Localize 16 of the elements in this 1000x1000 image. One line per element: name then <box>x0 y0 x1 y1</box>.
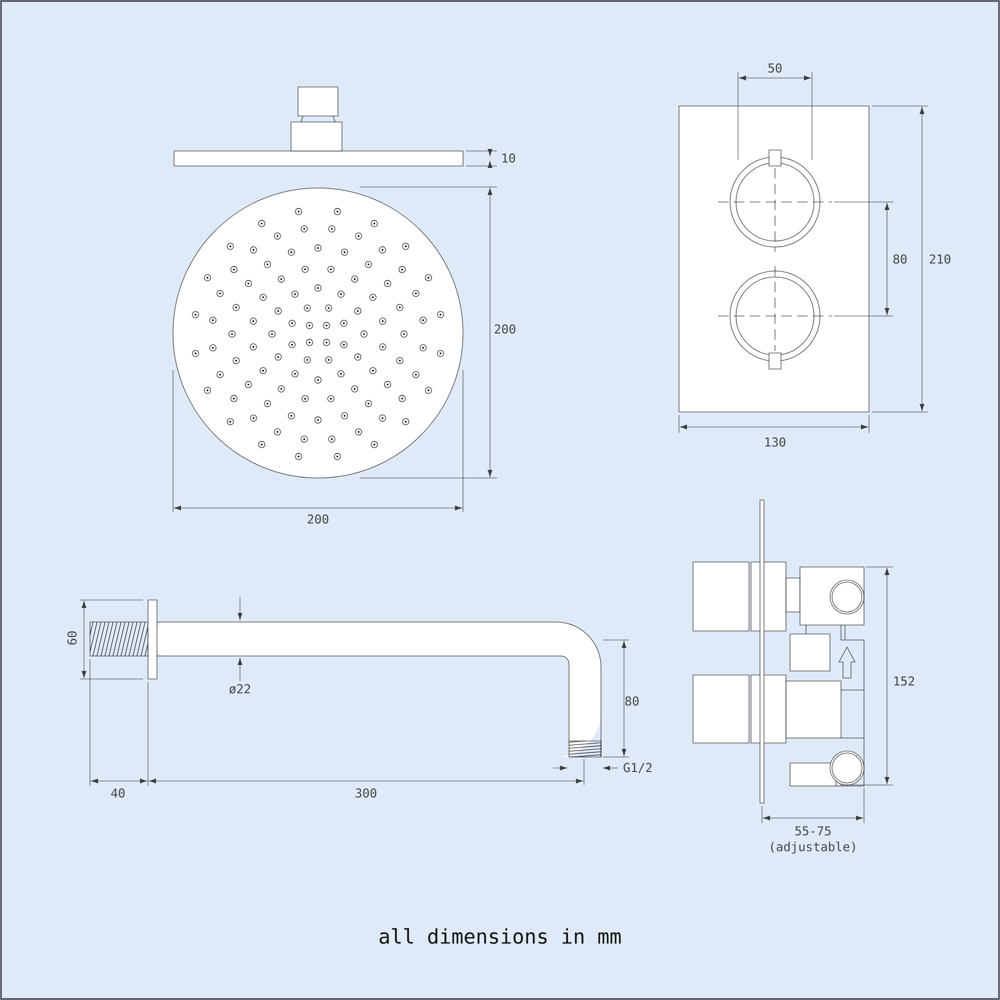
caption: all dimensions in mm <box>380 928 621 944</box>
dimension-label: G1/2 <box>624 762 652 774</box>
dimension-label: 152 <box>894 676 914 686</box>
dimension-label: ø22 <box>229 684 250 694</box>
dimension-label: 50 <box>768 63 782 73</box>
dimension-label: 300 <box>356 788 376 798</box>
dimension-label: 40 <box>111 788 125 798</box>
dimension-label: 200 <box>308 514 328 524</box>
dimension-label: 60 <box>67 631 77 645</box>
dimension-label: 80 <box>625 696 639 706</box>
dimension-label: 55-75 (adjustable) <box>771 826 855 854</box>
dimension-label: 10 <box>502 153 516 163</box>
dimension-label: 80 <box>893 254 907 264</box>
dimension-label: 130 <box>765 437 786 447</box>
dimension-label: 200 <box>494 324 516 334</box>
dimension-label: 210 <box>930 254 950 264</box>
